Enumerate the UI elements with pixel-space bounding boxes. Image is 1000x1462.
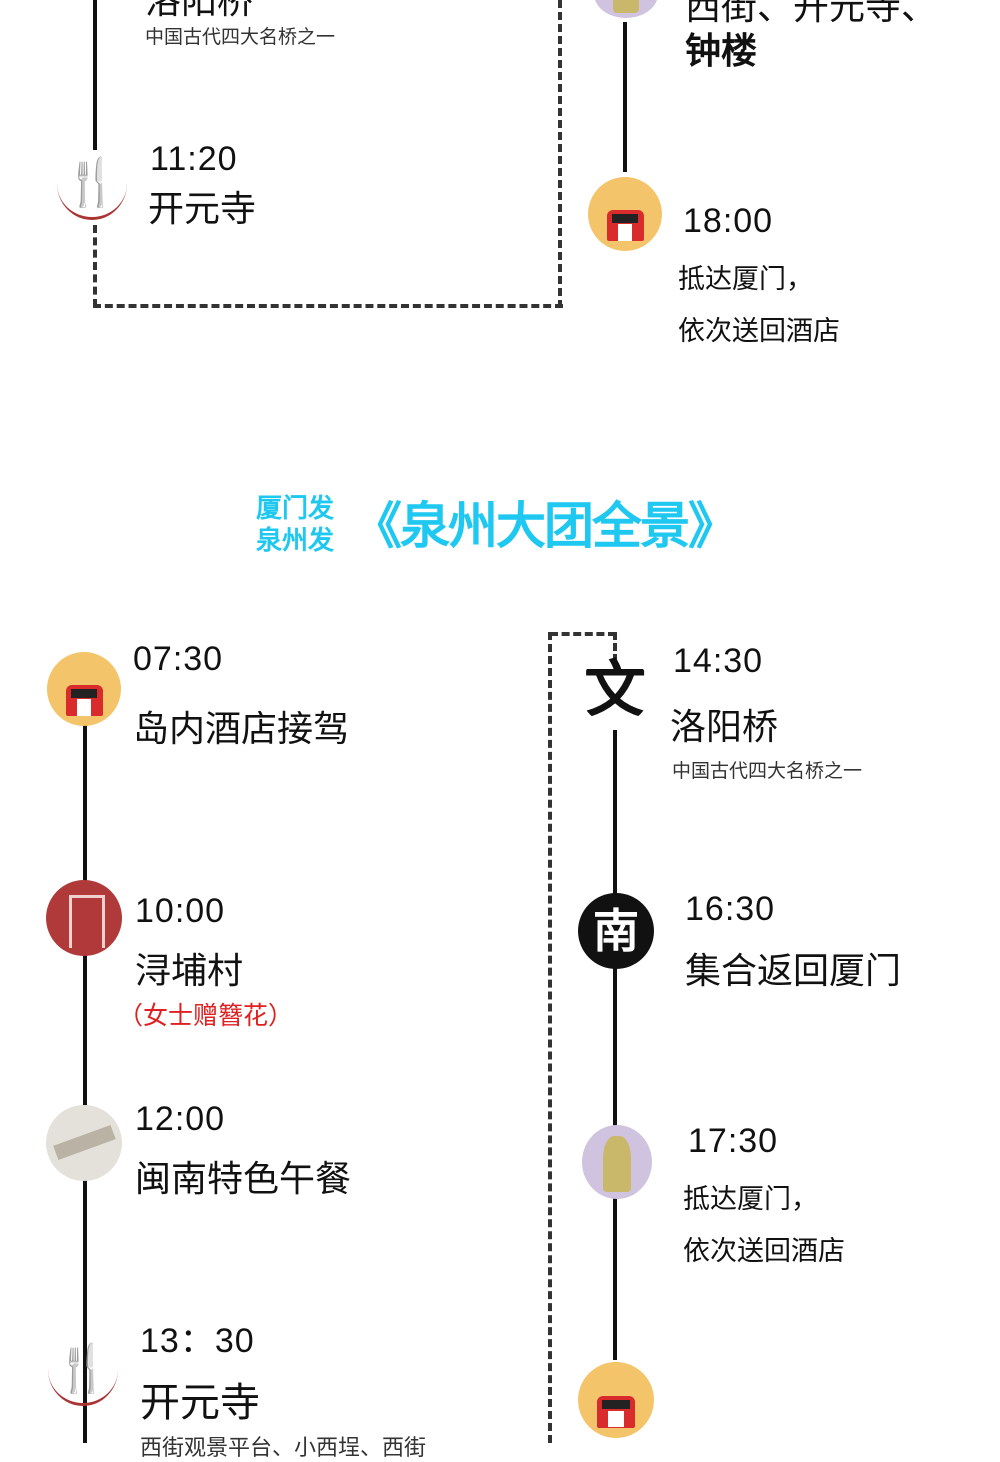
stop-place: 开元寺 xyxy=(148,189,257,230)
food-photo-icon xyxy=(46,1105,122,1181)
top-dashed-box-right xyxy=(558,0,562,308)
cut-title: 洛阳桥 xyxy=(145,0,254,22)
stop-time: 16:30 xyxy=(685,890,776,928)
stop-line2: 依次送回酒店 xyxy=(683,1236,845,1267)
stop-time: 18:00 xyxy=(683,202,774,240)
stop-time: 13：30 xyxy=(140,1322,255,1360)
bottom-right-timeline-line xyxy=(613,730,617,1360)
cut-title-line2: 钟楼 xyxy=(685,31,758,72)
bottom-right-dashed-top xyxy=(613,632,617,662)
stop-place: 开元寺 xyxy=(140,1380,260,1426)
departure-label-1: 厦门发 xyxy=(256,494,335,524)
stop-time: 17:30 xyxy=(688,1122,779,1160)
top-left-timeline-line xyxy=(93,0,97,150)
stop-place: 闽南特色午餐 xyxy=(135,1159,352,1200)
stop-note: （女士赠簪花） xyxy=(118,1001,294,1030)
bottom-dashed-box-left xyxy=(548,632,552,1443)
bus-icon xyxy=(47,652,121,726)
stop-line1: 抵达厦门， xyxy=(683,1184,818,1215)
top-right-timeline-line xyxy=(623,22,627,172)
stop-time: 10:00 xyxy=(135,892,226,930)
stop-time: 11:20 xyxy=(150,140,238,178)
clock-tower-icon xyxy=(582,1125,652,1199)
stop-place: 岛内酒店接驾 xyxy=(133,709,350,750)
stop-place: 集合返回厦门 xyxy=(685,951,902,992)
stop-time: 14:30 xyxy=(673,642,764,680)
bottom-dashed-box-top xyxy=(550,632,616,636)
bus-icon xyxy=(588,177,662,251)
bottom-left-timeline-line xyxy=(83,725,87,1443)
stop-time: 12:00 xyxy=(135,1100,226,1138)
stop-place: 浔埔村 xyxy=(135,951,244,992)
stop-line1: 抵达厦门， xyxy=(678,264,813,295)
fork-knife-icon: 🍴 xyxy=(57,147,127,220)
bus-icon xyxy=(578,1362,654,1438)
cut-subtitle: 西街观景平台、小西埕、西街 xyxy=(140,1436,427,1461)
stop-line2: 依次送回酒店 xyxy=(678,316,840,347)
stop-time: 07:30 xyxy=(133,640,224,678)
cut-subtitle: 中国古代四大名桥之一 xyxy=(145,26,336,48)
departure-label-2: 泉州发 xyxy=(256,526,335,556)
cut-title-line1: 西街、开元寺、 xyxy=(685,0,938,28)
clock-tower-icon xyxy=(594,0,658,18)
top-left-dashed-line xyxy=(93,225,97,307)
stop-subtitle: 中国古代四大名桥之一 xyxy=(672,760,863,782)
top-dashed-box-bottom xyxy=(93,304,563,308)
stop-place: 洛阳桥 xyxy=(670,707,779,748)
page-title: 《泉州大团全景》 xyxy=(352,497,738,555)
nan-seal-icon: 南 xyxy=(578,893,654,969)
wen-calligraphy-icon: 文 xyxy=(583,655,646,725)
pagoda-icon xyxy=(46,880,122,956)
fork-knife-icon: 🍴 xyxy=(48,1333,118,1406)
